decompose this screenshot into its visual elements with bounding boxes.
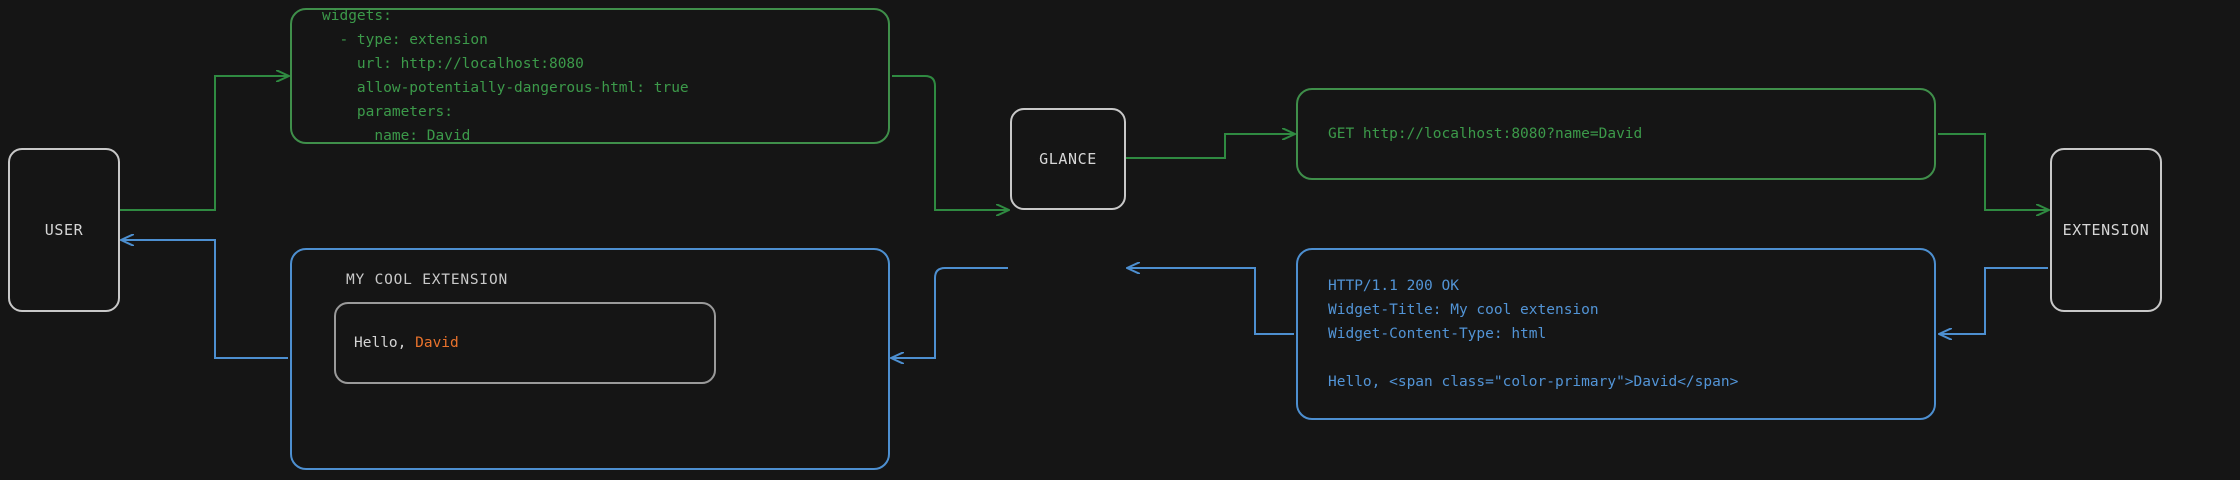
widget-greeting-prefix: Hello,: [354, 335, 416, 351]
config-yaml-box: widgets: - type: extension url: http://l…: [290, 8, 890, 144]
widget-greeting-name: David: [415, 335, 459, 351]
config-yaml-text: widgets: - type: extension url: http://l…: [322, 8, 689, 144]
node-extension-label: EXTENSION: [2062, 221, 2150, 239]
widget-content-frame: Hello, David: [334, 302, 716, 384]
http-request-text: GET http://localhost:8080?name=David: [1328, 126, 1643, 142]
widget-title: MY COOL EXTENSION: [346, 272, 509, 288]
http-response-text: HTTP/1.1 200 OK Widget-Title: My cool ex…: [1328, 278, 1739, 390]
http-response-box: HTTP/1.1 200 OK Widget-Title: My cool ex…: [1296, 248, 1936, 420]
http-request-box: GET http://localhost:8080?name=David: [1296, 88, 1936, 180]
node-user-label: USER: [44, 221, 84, 239]
widget-greeting: Hello, David: [336, 335, 459, 351]
node-extension[interactable]: EXTENSION: [2050, 148, 2162, 312]
node-glance-label: GLANCE: [1039, 150, 1097, 168]
node-user[interactable]: USER: [8, 148, 120, 312]
rendered-widget-box: MY COOL EXTENSION Hello, David: [290, 248, 890, 470]
node-glance[interactable]: GLANCE: [1010, 108, 1126, 210]
